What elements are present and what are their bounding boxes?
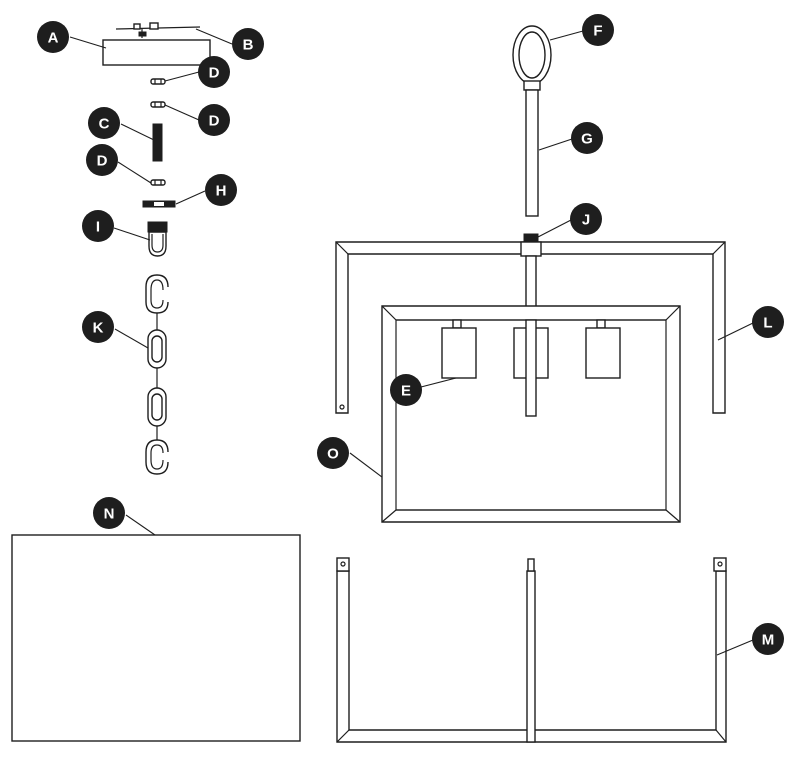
label-f-text: F [593,23,602,40]
label-badge-l: L [752,306,784,338]
label-badge-d-middle: D [198,104,230,136]
label-b-text: B [243,37,254,54]
down-rod [525,89,539,217]
screw-collar-loop [147,221,168,257]
lock-washer [142,200,176,208]
label-k-text: K [93,320,104,337]
rod-coupler [523,233,539,243]
label-badge-j: J [570,203,602,235]
label-badge-c: C [88,107,120,139]
label-o-text: O [327,446,339,463]
glass-panel [11,534,301,742]
label-a-text: A [48,30,59,47]
label-l-text: L [763,315,772,332]
lower-frame [336,557,727,743]
label-badge-e: E [390,374,422,406]
label-badge-o: O [317,437,349,469]
label-badge-n: N [93,497,125,529]
socket-right [585,319,621,379]
label-badge-b: B [232,28,264,60]
label-badge-k: K [82,311,114,343]
label-badge-f: F [582,14,614,46]
label-badge-a: A [37,21,69,53]
label-d2-text: D [209,113,220,130]
label-h-text: H [216,183,227,200]
socket-center [513,319,549,417]
label-badge-d-upper: D [198,56,230,88]
label-i-text: I [96,219,100,236]
screw-nut-upper [150,78,166,85]
screw-nut-lower [150,179,166,186]
label-j-text: J [582,212,590,229]
upper-frame [335,241,726,414]
canopy [102,39,211,66]
label-m-text: M [762,632,775,649]
label-badge-i: I [82,210,114,242]
screw-nut-middle [150,101,166,108]
chain [145,274,169,475]
label-d3-text: D [97,153,108,170]
label-c-text: C [99,116,110,133]
hanging-ring [512,25,552,91]
label-d1-text: D [209,65,220,82]
label-badge-g: G [571,122,603,154]
label-e-text: E [401,383,411,400]
label-badge-h: H [205,174,237,206]
mounting-bracket [115,22,201,38]
leader-lines [69,28,754,656]
label-badge-d-lower: D [86,144,118,176]
socket-left [441,319,477,379]
label-g-text: G [581,131,593,148]
label-n-text: N [104,506,115,523]
threaded-nipple [152,123,163,162]
label-badge-m: M [752,623,784,655]
